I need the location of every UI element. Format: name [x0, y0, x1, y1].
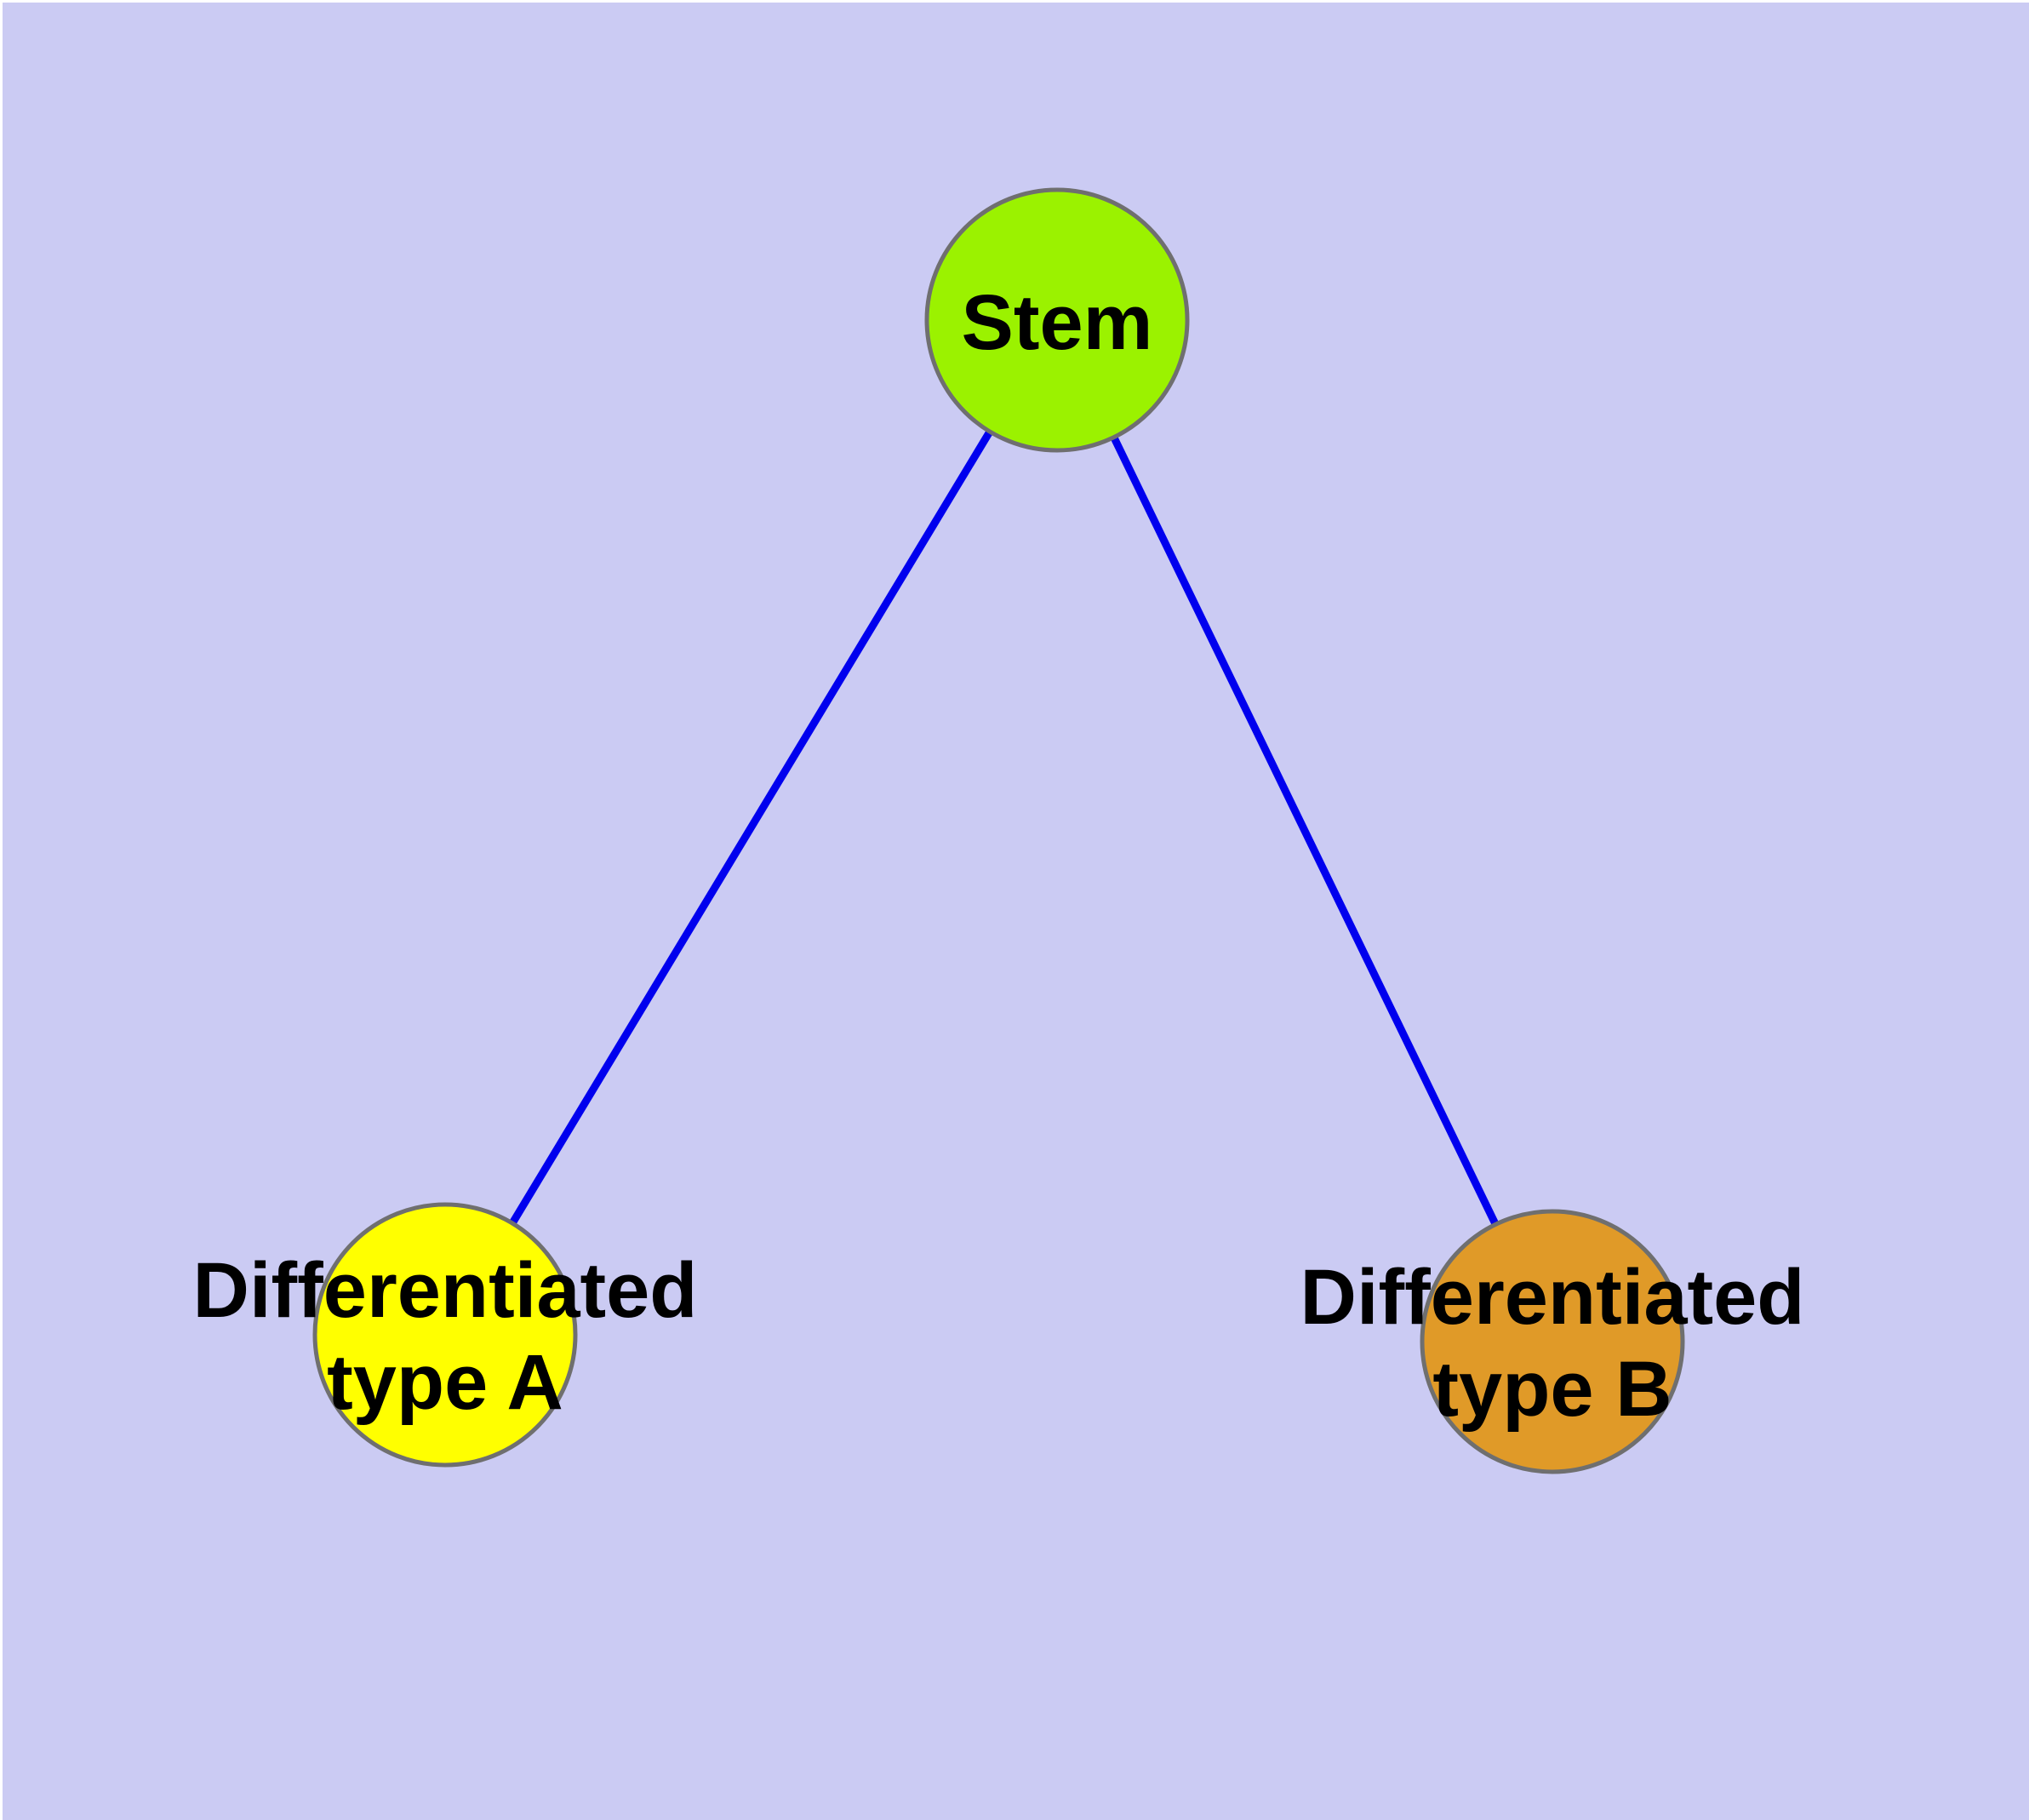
type-a-node-label-line2: type A	[327, 1339, 563, 1426]
stem-node	[924, 187, 1190, 453]
edge-stem-to-type-a	[442, 318, 1060, 1337]
type-b-node-label-line2: type B	[1432, 1346, 1672, 1433]
edge-stem-to-type-b	[1053, 318, 1557, 1343]
type-a-node-label-line1: Differentiated	[193, 1247, 698, 1334]
type-b-node-label-line1: Differentiated	[1300, 1254, 1805, 1341]
type-b-node	[1420, 1209, 1685, 1474]
type-a-node	[312, 1202, 578, 1468]
stem-node-label: Stem	[962, 279, 1153, 366]
